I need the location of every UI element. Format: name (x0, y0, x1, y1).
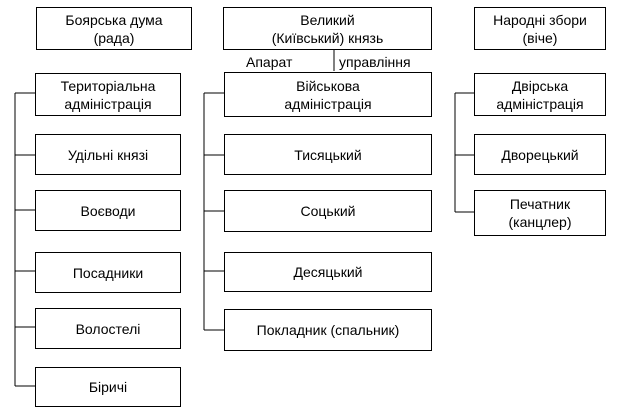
grand-prince-box: Великий (Київський) князь (223, 7, 432, 50)
court-admin-box: Двірська адміністрація (474, 73, 606, 116)
left-item-box: Волостелі (35, 308, 181, 349)
middle-item-box: Десяцький (224, 252, 432, 292)
middle-item-box: Покладник (спальник) (224, 309, 432, 351)
left-item-label: Волостелі (75, 320, 141, 337)
left-item-box: Воєводи (35, 190, 181, 231)
apparatus-left-word: Апарат (246, 54, 293, 70)
territorial-admin-label: Територіальна адміністрація (60, 77, 156, 112)
peoples-assembly-label: Народні збори (віче) (493, 11, 587, 46)
middle-item-label: Покладник (спальник) (256, 322, 400, 338)
apparatus-right-word: управління (339, 54, 411, 70)
middle-item-label: Десяцький (293, 264, 363, 280)
boyar-duma-box: Боярська дума (рада) (36, 7, 192, 50)
left-item-box: Біричі (35, 367, 181, 407)
right-item-label: Дворецький (501, 146, 579, 163)
left-item-label: Удільні князі (67, 146, 149, 163)
court-admin-label: Двірська адміністрація (496, 77, 584, 112)
middle-item-label: Тисяцький (294, 146, 362, 163)
military-admin-label: Військова адміністрація (284, 77, 372, 112)
middle-item-box: Соцький (224, 190, 432, 232)
right-item-label: Печатник (канцлер) (508, 196, 572, 230)
peoples-assembly-box: Народні збори (віче) (474, 7, 606, 50)
middle-item-label: Соцький (300, 203, 356, 219)
middle-item-box: Тисяцький (224, 134, 432, 175)
grand-prince-label: Великий (Київський) князь (271, 11, 384, 46)
left-item-box: Посадники (35, 252, 181, 293)
territorial-admin-box: Територіальна адміністрація (35, 73, 181, 116)
right-item-box: Дворецький (474, 134, 606, 175)
left-item-label: Посадники (72, 264, 144, 281)
left-item-label: Біричі (88, 379, 128, 395)
right-item-box: Печатник (канцлер) (474, 190, 606, 236)
military-admin-box: Військова адміністрація (224, 72, 432, 117)
boyar-duma-label: Боярська дума (рада) (65, 11, 163, 46)
left-item-label: Воєводи (80, 202, 136, 219)
left-item-box: Удільні князі (35, 134, 181, 175)
